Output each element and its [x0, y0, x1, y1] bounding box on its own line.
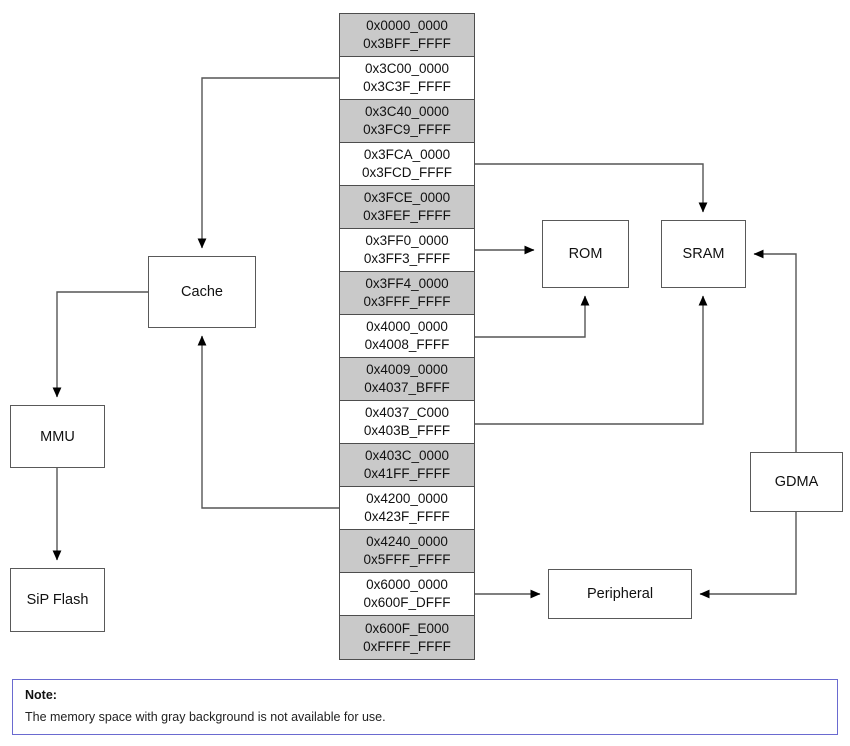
memory-row-start: 0x4009_0000 — [366, 362, 448, 378]
memory-row-end: 0x403B_FFFF — [363, 423, 451, 438]
wire-gdma-to-peripheral — [699, 512, 797, 599]
node-mmu-label: MMU — [40, 428, 75, 445]
memory-row-start: 0x3FF0_0000 — [365, 233, 449, 249]
memory-row-end: 0x600F_DFFF — [363, 595, 451, 610]
memory-row-start: 0x3FCE_0000 — [363, 190, 451, 206]
memory-address-column: 0x0000_0000 0x3BFF_FFFF 0x3C00_0000 0x3C… — [339, 13, 475, 660]
memory-row[interactable]: 0x6000_0000 0x600F_DFFF — [340, 573, 474, 616]
memory-row[interactable]: 0x3C00_0000 0x3C3F_FFFF — [340, 57, 474, 100]
memory-row-start: 0x3C40_0000 — [364, 104, 450, 120]
memory-row[interactable]: 0x403C_0000 0x41FF_FFFF — [340, 444, 474, 487]
memory-row-start: 0x6000_0000 — [366, 577, 448, 593]
memory-row[interactable]: 0x4009_0000 0x4037_BFFF — [340, 358, 474, 401]
memory-row-end: 0x3FC9_FFFF — [363, 122, 451, 137]
memory-row-start: 0x3FCA_0000 — [363, 147, 451, 163]
node-sram[interactable]: SRAM — [661, 220, 746, 288]
memory-row-end: 0x3FFF_FFFF — [363, 294, 451, 309]
memory-row-start: 0x4240_0000 — [366, 534, 448, 550]
wire-0x3FCA-to-sram — [475, 163, 708, 213]
memory-row-start: 0x403C_0000 — [364, 448, 450, 464]
memory-row-end: 0x3C3F_FFFF — [363, 79, 451, 94]
note-box: Note: The memory space with gray backgro… — [12, 679, 838, 735]
node-mmu[interactable]: MMU — [10, 405, 105, 468]
memory-row-start: 0x4037_C000 — [364, 405, 450, 421]
node-sip-flash-label: SiP Flash — [26, 592, 89, 608]
memory-row-start: 0x3FF4_0000 — [365, 276, 449, 292]
node-cache-label: Cache — [181, 284, 223, 300]
node-peripheral[interactable]: Peripheral — [548, 569, 692, 619]
memory-row-end: 0x4008_FFFF — [364, 337, 450, 352]
wire-0x4000-to-rom — [475, 295, 590, 338]
memory-row[interactable]: 0x0000_0000 0x3BFF_FFFF — [340, 14, 474, 57]
note-text: The memory space with gray background is… — [25, 710, 386, 724]
memory-row[interactable]: 0x4037_C000 0x403B_FFFF — [340, 401, 474, 444]
memory-row[interactable]: 0x3FCA_0000 0x3FCD_FFFF — [340, 143, 474, 186]
wire-gdma-to-sram — [753, 249, 797, 452]
wire-cache-to-mmu — [52, 291, 148, 398]
memory-row-end: 0x3FF3_FFFF — [363, 251, 451, 266]
memory-row[interactable]: 0x600F_E000 0xFFFF_FFFF — [340, 616, 474, 659]
memory-row[interactable]: 0x4200_0000 0x423F_FFFF — [340, 487, 474, 530]
node-gdma-label: GDMA — [774, 474, 819, 490]
node-cache[interactable]: Cache — [148, 256, 256, 328]
memory-row-end: 0x5FFF_FFFF — [363, 552, 451, 567]
memory-row-end: 0x3FCD_FFFF — [361, 165, 452, 180]
memory-row-end: 0xFFFF_FFFF — [363, 638, 451, 654]
memory-row-end: 0x3BFF_FFFF — [363, 36, 451, 51]
wire-0x3C00-to-cache — [197, 77, 339, 249]
memory-row[interactable]: 0x3FCE_0000 0x3FEF_FFFF — [340, 186, 474, 229]
memory-row-end: 0x41FF_FFFF — [363, 466, 451, 481]
memory-row-start: 0x600F_E000 — [364, 620, 450, 636]
wire-0x4200-to-cache — [197, 335, 339, 509]
memory-row-end: 0x423F_FFFF — [364, 509, 450, 524]
node-rom-label: ROM — [568, 246, 603, 262]
note-title: Note: — [25, 688, 57, 702]
memory-row[interactable]: 0x4240_0000 0x5FFF_FFFF — [340, 530, 474, 573]
wire-0x4037C-to-sram — [475, 295, 708, 425]
node-sip-flash[interactable]: SiP Flash — [10, 568, 105, 632]
memory-row[interactable]: 0x3FF0_0000 0x3FF3_FFFF — [340, 229, 474, 272]
memory-row[interactable]: 0x3FF4_0000 0x3FFF_FFFF — [340, 272, 474, 315]
memory-row-end: 0x3FEF_FFFF — [363, 208, 451, 223]
memory-row-start: 0x0000_0000 — [366, 18, 448, 34]
memory-row[interactable]: 0x3C40_0000 0x3FC9_FFFF — [340, 100, 474, 143]
memory-row[interactable]: 0x4000_0000 0x4008_FFFF — [340, 315, 474, 358]
memory-row-start: 0x4200_0000 — [366, 491, 448, 507]
node-peripheral-label: Peripheral — [586, 586, 654, 602]
memory-row-end: 0x4037_BFFF — [364, 380, 450, 395]
node-gdma[interactable]: GDMA — [750, 452, 843, 512]
memory-row-start: 0x4000_0000 — [366, 319, 448, 335]
memory-row-start: 0x3C00_0000 — [364, 61, 450, 77]
node-rom[interactable]: ROM — [542, 220, 629, 288]
node-sram-label: SRAM — [682, 246, 725, 262]
